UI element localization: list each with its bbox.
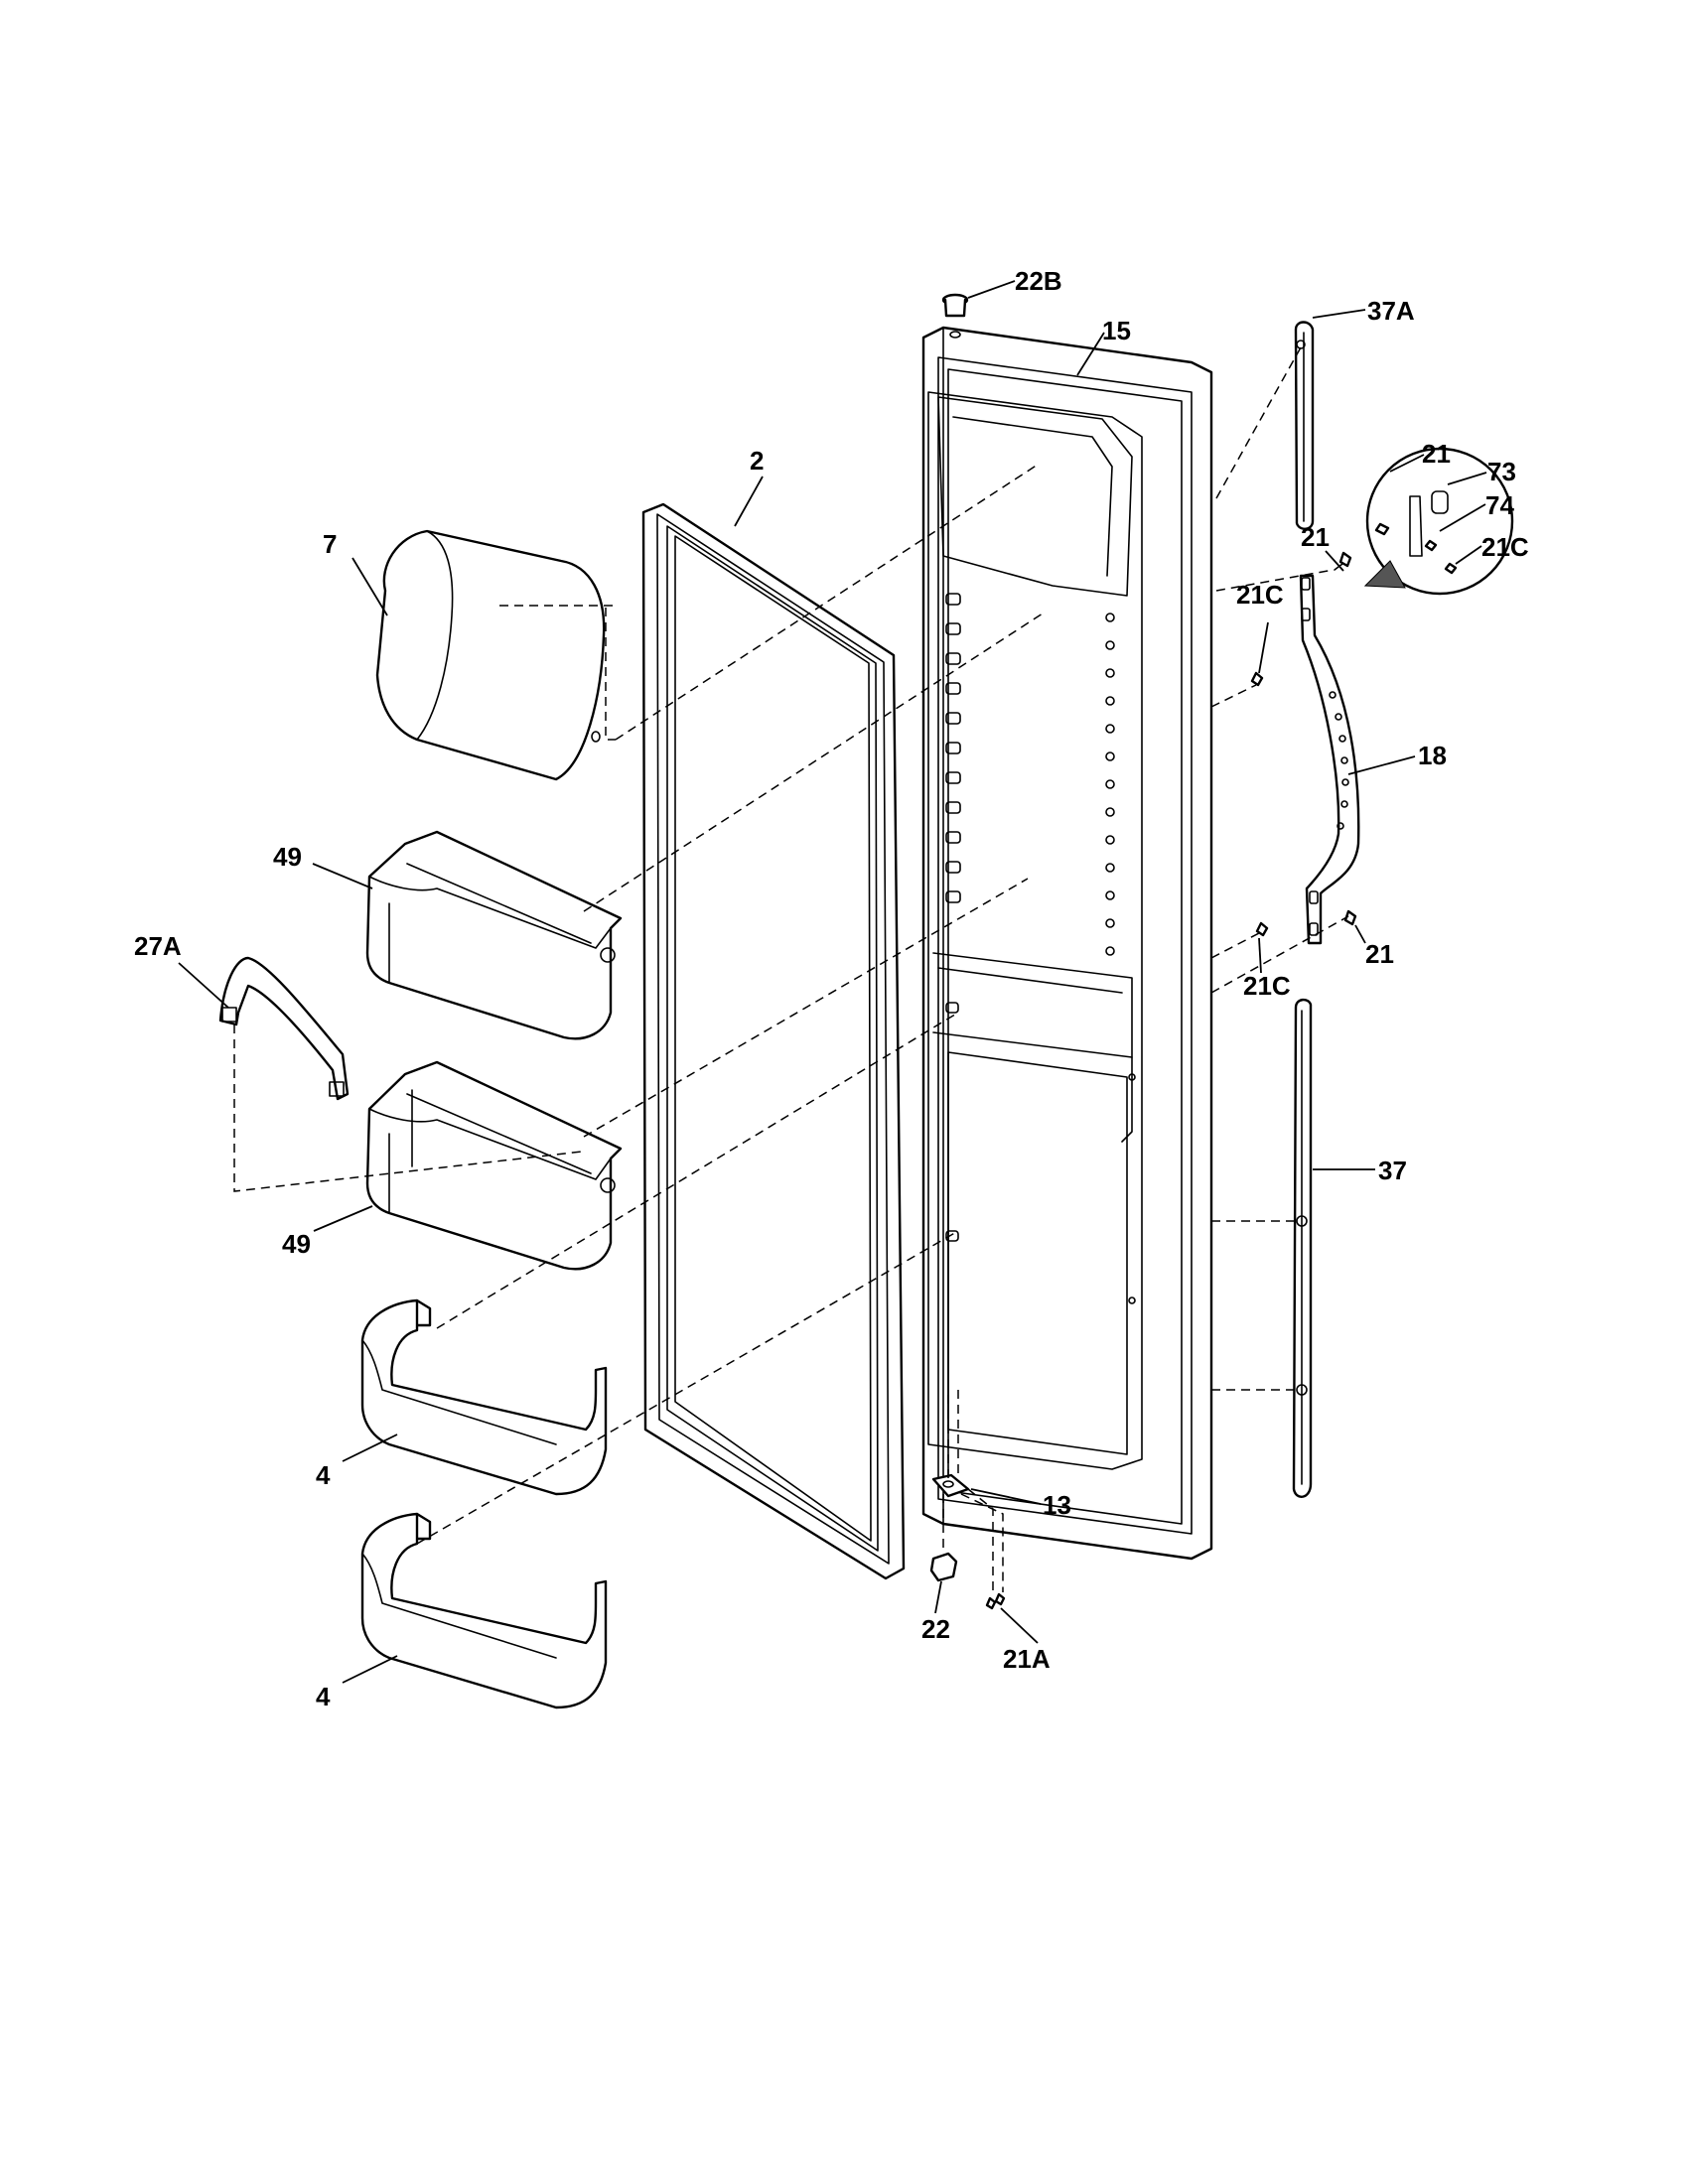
hinge-screws	[985, 1592, 1006, 1610]
callout-22B: 22B	[1015, 266, 1062, 296]
callout-22: 22	[921, 1614, 950, 1644]
door-gasket	[641, 502, 906, 1580]
callout-18: 18	[1418, 741, 1447, 770]
callout-21-top: 21	[1301, 522, 1330, 552]
detail-inset	[1363, 447, 1514, 596]
callout-27A: 27A	[134, 931, 182, 961]
callout-7: 7	[323, 529, 337, 559]
bottom-hinge-bushing	[929, 1552, 958, 1582]
handle-screw-side-bottom	[1255, 921, 1269, 937]
callout-21-detail: 21	[1422, 439, 1451, 469]
trim-strip-lower	[1292, 998, 1313, 1498]
door-shelf-upper	[360, 1298, 608, 1496]
callout-4-top: 4	[316, 1460, 331, 1490]
door-bin-upper	[365, 830, 623, 1040]
callout-37A: 37A	[1367, 296, 1415, 326]
handle-screw-top	[1334, 551, 1352, 571]
callout-74: 74	[1485, 490, 1514, 520]
callout-15: 15	[1102, 316, 1131, 345]
callout-21C-bottom: 21C	[1243, 971, 1291, 1001]
callout-49-top: 49	[273, 842, 302, 872]
leader-lines	[178, 280, 1487, 1684]
bin-handle	[218, 956, 350, 1101]
callout-21C-top: 21C	[1236, 580, 1284, 610]
callout-labels: 22B 15 37A 21 73 74 21C 2 7 21 21C 18 49…	[134, 266, 1529, 1711]
callout-4-bottom: 4	[316, 1682, 331, 1711]
door-shelf-lower	[360, 1512, 608, 1709]
assembly-lines	[233, 346, 1349, 1596]
callout-2: 2	[750, 446, 764, 476]
door-outer-panel	[921, 326, 1213, 1561]
top-hinge-bushing	[941, 293, 969, 339]
door-bin-lower	[365, 1060, 623, 1271]
callout-49-bottom: 49	[282, 1229, 311, 1259]
handle-screw-side-top	[1250, 671, 1264, 687]
trim-strip-upper	[1294, 321, 1315, 530]
dairy-door-cover	[375, 529, 606, 781]
callout-13: 13	[1043, 1490, 1071, 1520]
callout-21C-detail: 21C	[1481, 532, 1529, 562]
callout-21-bottom: 21	[1365, 939, 1394, 969]
callout-21A: 21A	[1003, 1644, 1051, 1674]
callout-37: 37	[1378, 1156, 1407, 1185]
door-handle	[1299, 574, 1360, 945]
callout-73: 73	[1487, 457, 1516, 486]
